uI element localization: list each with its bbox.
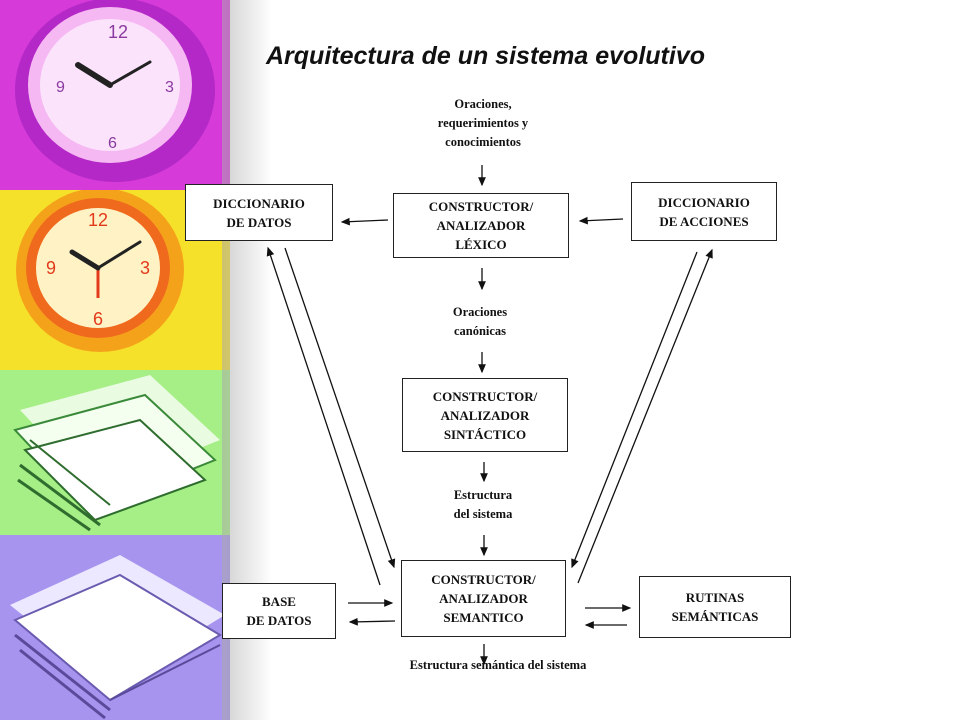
svg-text:3: 3 [165, 79, 174, 96]
syntactic-analyzer-label: CONSTRUCTOR/ ANALIZADOR SINTÁCTICO [432, 388, 538, 442]
svg-text:9: 9 [56, 79, 65, 96]
svg-text:3: 3 [140, 258, 150, 278]
semantic-analyzer-box: CONSTRUCTOR/ ANALIZADOR SEMANTICO [401, 560, 566, 637]
page-title: Arquitectura de un sistema evolutivo [266, 42, 705, 70]
semantic-analyzer-label: CONSTRUCTOR/ ANALIZADOR SEMANTICO [431, 572, 536, 625]
database-box: BASE DE DATOS [222, 583, 336, 639]
input-label: Oraciones, requerimientos y conocimiento… [437, 97, 529, 149]
data-dictionary-label: DICCIONARIO DE DATOS [213, 195, 305, 230]
arrow-actions-to-lexical [578, 216, 624, 225]
canonical-sentences-label: Oraciones canónicas [452, 305, 508, 338]
paper-stack-icon [0, 535, 230, 720]
svg-text:6: 6 [108, 135, 117, 152]
clock-icon: 12 3 9 6 [0, 190, 230, 370]
lexical-analyzer-label: CONSTRUCTOR/ ANALIZADOR LÉXICO [428, 199, 534, 252]
paper-stack-icon [0, 370, 230, 535]
arrow-semantic-to-database [348, 617, 396, 626]
semantic-routines-label: RUTINAS SEMÁNTICAS [671, 590, 759, 624]
lexical-analyzer-box: CONSTRUCTOR/ ANALIZADOR LÉXICO [393, 193, 569, 258]
system-structure-label: Estructura del sistema [453, 488, 513, 521]
arrow-semantic-to-actions [577, 248, 713, 584]
arrow-data-dictionary-to-semantic [284, 247, 396, 569]
arrow-actions-to-semantic [571, 251, 698, 569]
data-dictionary-box: DICCIONARIO DE DATOS [185, 184, 333, 241]
svg-text:6: 6 [93, 309, 103, 329]
database-label: BASE DE DATOS [246, 594, 312, 628]
arrow-lexical-to-data-dictionary [340, 217, 389, 226]
actions-dictionary-box: DICCIONARIO DE ACCIONES [631, 182, 777, 241]
semantic-routines-box: RUTINAS SEMÁNTICAS [639, 576, 791, 638]
svg-text:12: 12 [88, 210, 108, 230]
syntactic-analyzer-box: CONSTRUCTOR/ ANALIZADOR SINTÁCTICO [402, 378, 568, 452]
decorative-sidebar: 12 3 9 6 12 3 9 6 [0, 0, 230, 720]
semantic-structure-label: Estructura semántica del sistema [409, 658, 587, 672]
arrow-semantic-to-data-dictionary [266, 246, 381, 586]
clock-icon: 12 3 9 6 [0, 0, 230, 190]
actions-dictionary-label: DICCIONARIO DE ACCIONES [658, 194, 750, 229]
svg-text:9: 9 [46, 258, 56, 278]
svg-text:12: 12 [108, 22, 128, 42]
